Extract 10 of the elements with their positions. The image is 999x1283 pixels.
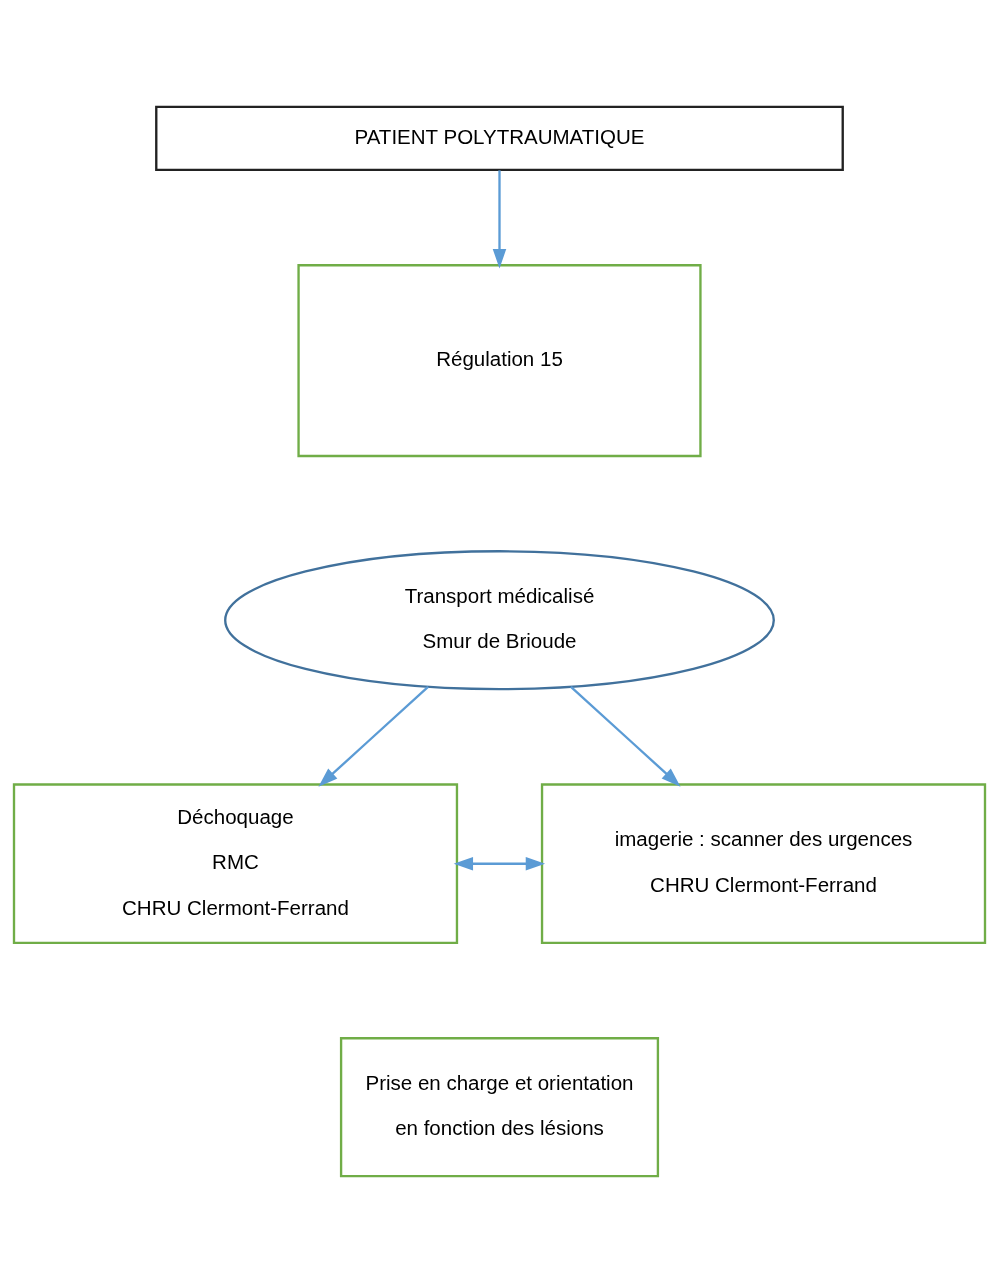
arrow: [453, 856, 546, 871]
node-box: imagerie : scanner des urgences CHRU Clermont-Ferrand: [540, 783, 987, 945]
node-box: Régulation 15: [297, 264, 702, 458]
arrow: [570, 685, 681, 787]
node-ellipse: Transport médicalisé Smur de Brioude: [224, 550, 775, 691]
node-box: PATIENT POLYTRAUMATIQUE: [155, 105, 844, 172]
arrow: [492, 170, 507, 269]
node-box: Prise en charge et orientation en fonction des lésions: [339, 1037, 660, 1178]
node-box: Déchoquage RMC CHRU Clermont-Ferrand: [12, 783, 459, 945]
arrow: [318, 685, 429, 787]
